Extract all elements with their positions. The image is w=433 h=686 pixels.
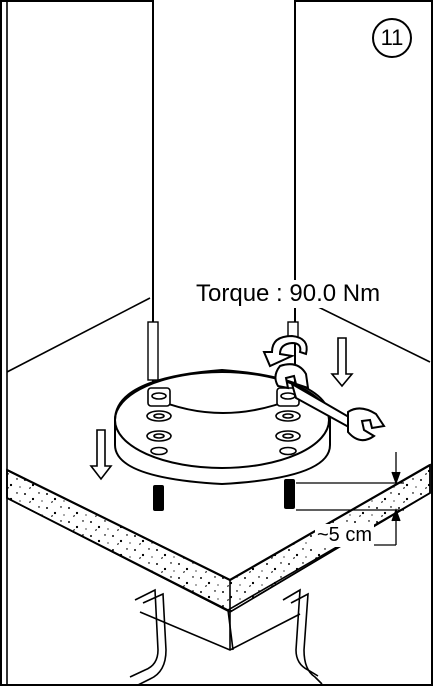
bolt-left: [146, 387, 172, 456]
torque-label: Torque : 90.0 Nm: [194, 280, 383, 308]
anchor-rods: [129, 588, 323, 686]
pole: [152, 0, 296, 399]
step-number: 11: [380, 25, 404, 50]
rotation-arrow-icon: [262, 334, 308, 368]
step-number-badge: 11: [372, 18, 412, 58]
down-arrow-icon: [89, 337, 354, 481]
distance-label: ~5 cm: [315, 524, 375, 547]
concrete-slab: [6, 463, 431, 651]
wall: [6, 2, 431, 684]
anchor-studs: [153, 479, 295, 511]
open-end-wrench-icon: [274, 363, 386, 442]
